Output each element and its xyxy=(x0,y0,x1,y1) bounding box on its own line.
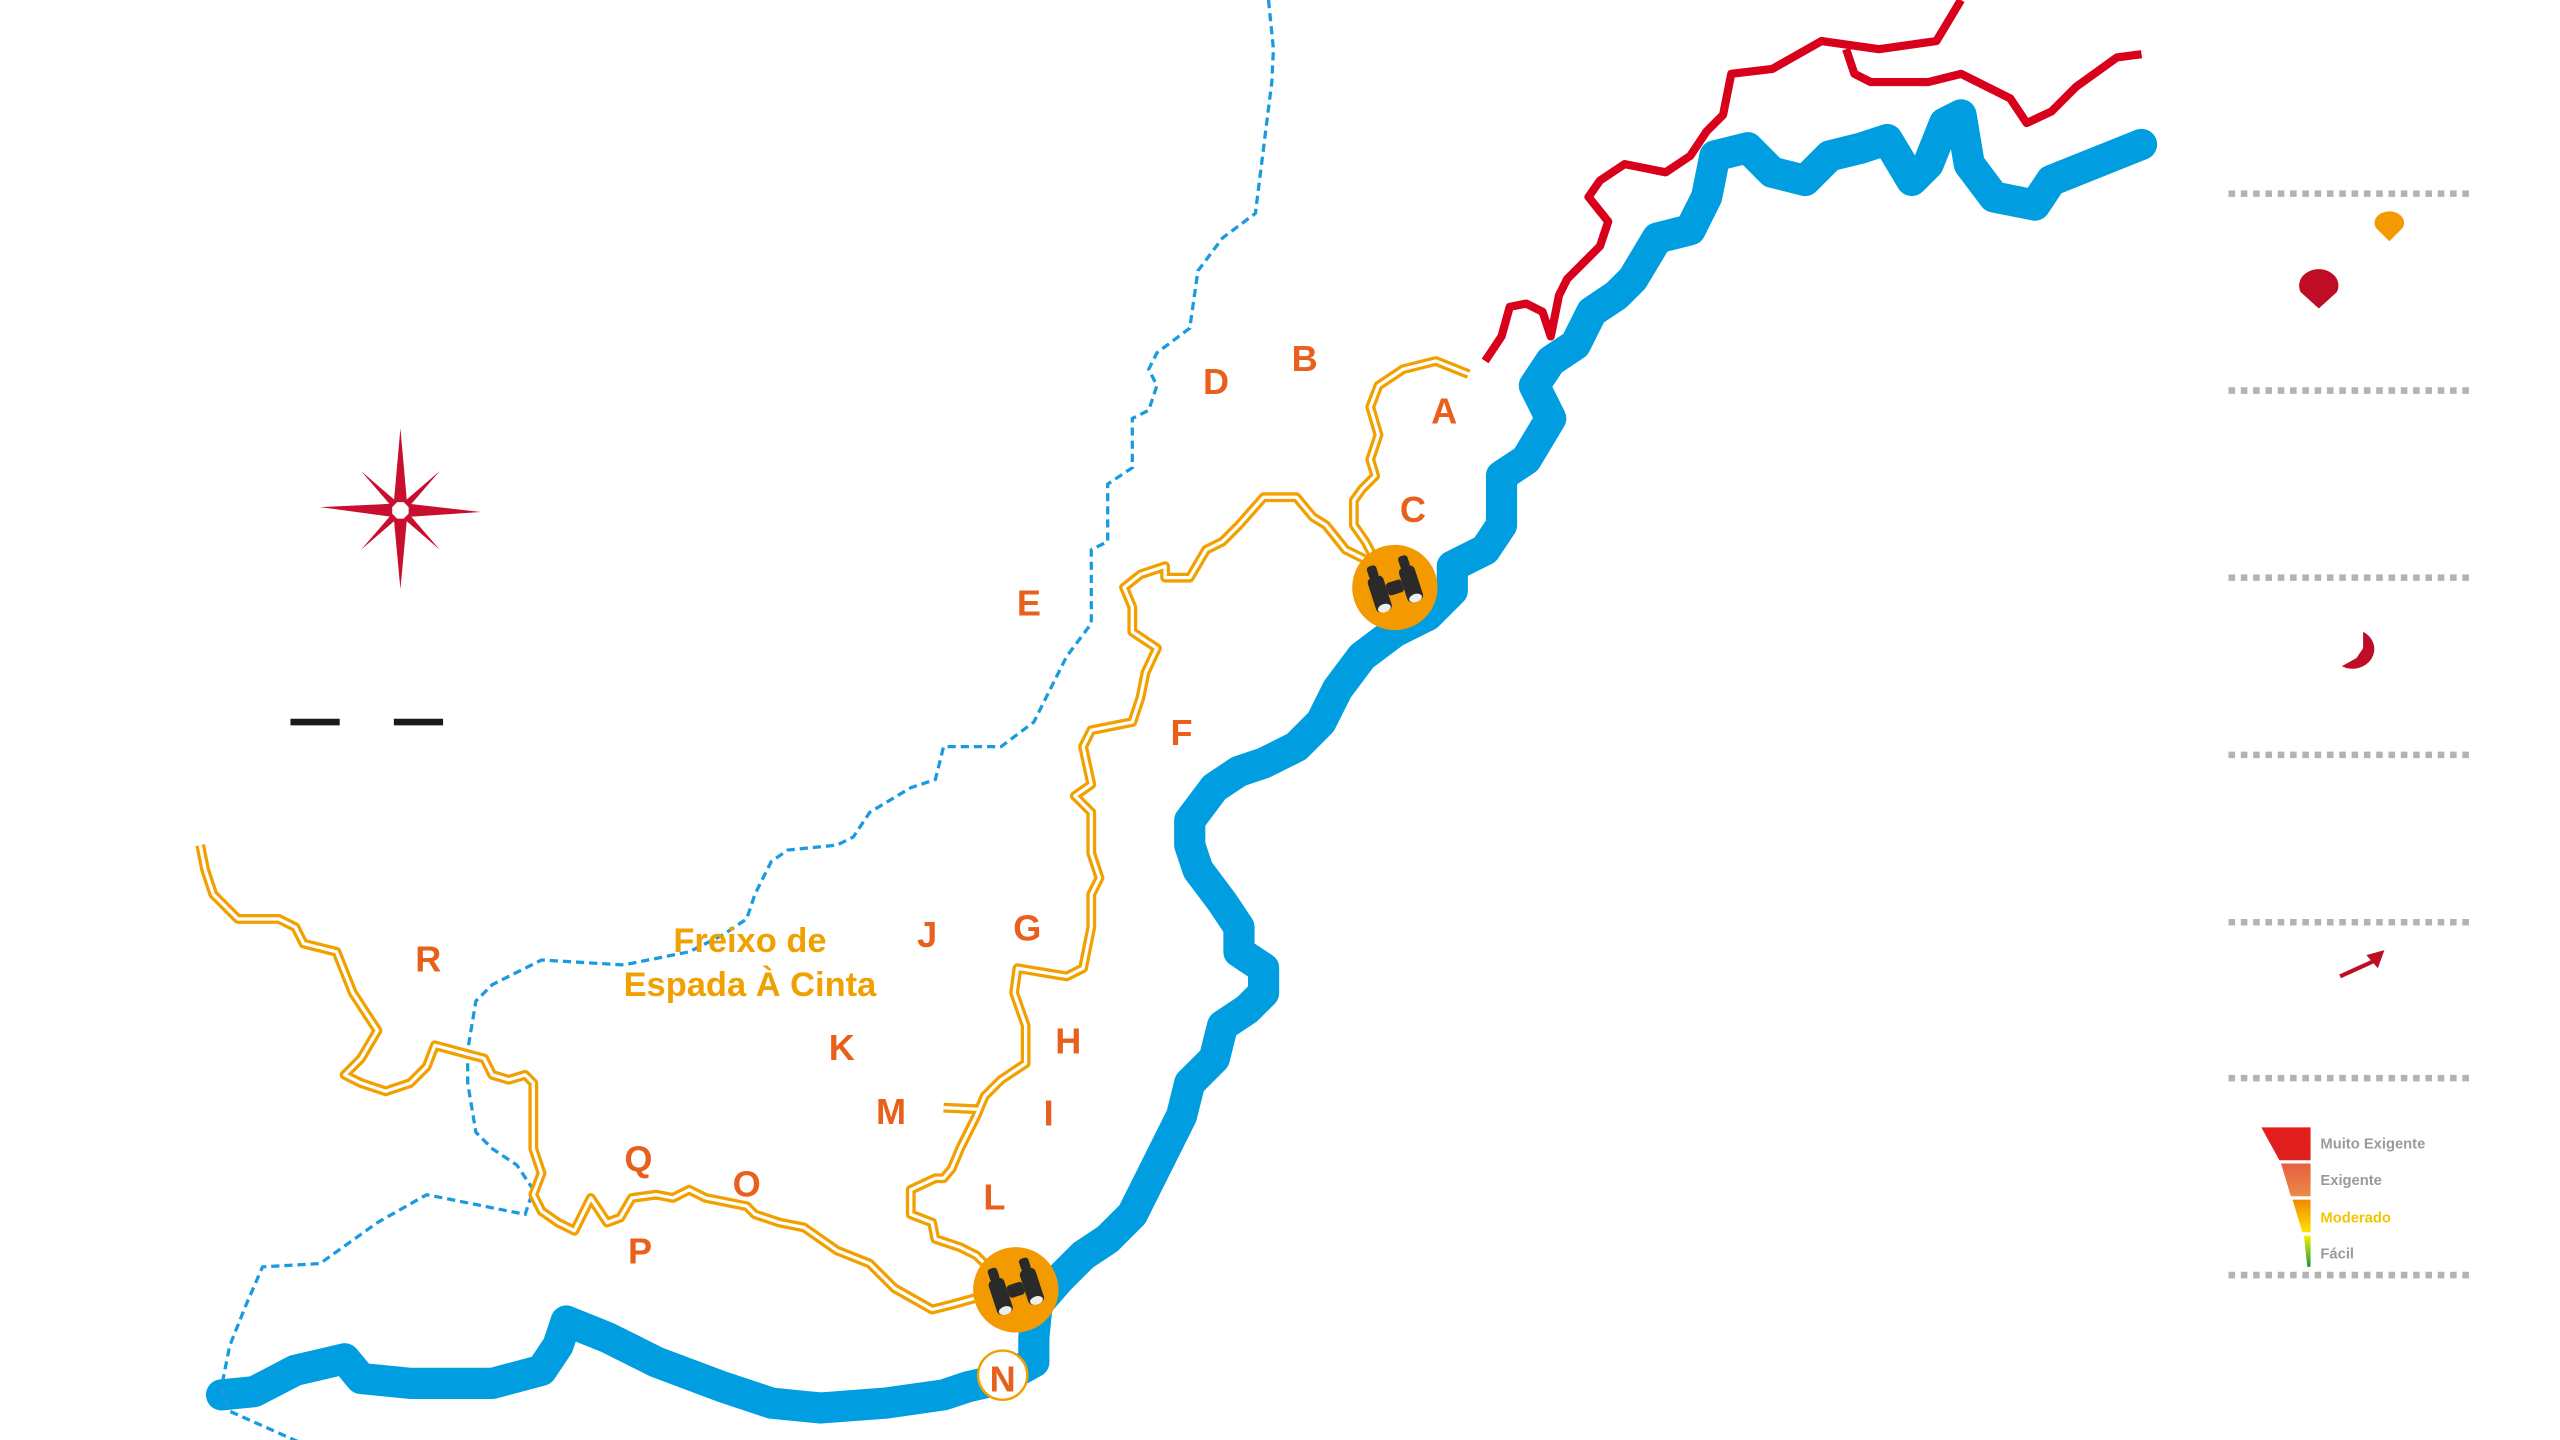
point-label[interactable]: B xyxy=(1292,338,1318,379)
legend-label-easy: Fácil xyxy=(2320,1247,2354,1263)
map-pin-icon xyxy=(2299,269,2339,309)
legend-panel: Muito Exigente Exigente Moderado Fácil xyxy=(2228,190,2475,1279)
river xyxy=(205,99,2158,1424)
difficulty-bar-very-hard xyxy=(2261,1127,2311,1161)
point-label[interactable]: G xyxy=(1013,907,1041,948)
legend-label-moderate: Moderado xyxy=(2320,1211,2390,1227)
town-name-line2: Espada À Cinta xyxy=(624,964,878,1004)
point-label[interactable]: Q xyxy=(624,1139,652,1180)
point-label[interactable]: D xyxy=(1203,361,1229,402)
trail-dashed xyxy=(219,0,1276,1440)
point-label[interactable]: F xyxy=(1171,712,1193,753)
border-line xyxy=(1481,0,2143,364)
point-label[interactable]: O xyxy=(733,1163,761,1204)
point-label[interactable]: J xyxy=(917,914,937,955)
legend-label-hard: Exigente xyxy=(2320,1173,2381,1189)
binoculars-icon[interactable] xyxy=(1352,544,1438,631)
difficulty-bar-hard xyxy=(2281,1163,2311,1197)
point-label[interactable]: I xyxy=(1044,1093,1054,1134)
compass-rose-icon xyxy=(320,428,481,590)
binoculars-icon[interactable] xyxy=(973,1247,1059,1333)
point-label[interactable]: C xyxy=(1400,489,1426,530)
point-label[interactable]: M xyxy=(876,1091,906,1132)
difficulty-bar-moderate xyxy=(2292,1199,2311,1233)
point-n-marker xyxy=(976,1349,1029,1402)
crescent-icon xyxy=(2341,631,2375,669)
point-label[interactable]: L xyxy=(983,1176,1005,1217)
point-label[interactable]: P xyxy=(628,1231,652,1272)
road-network xyxy=(195,356,1471,1315)
point-label[interactable]: A xyxy=(1431,390,1457,431)
point-labels: A B C D E F G H I J K L M N O P Q R xyxy=(415,338,1457,1400)
point-label[interactable]: K xyxy=(829,1027,855,1068)
map-pin-icon xyxy=(2374,211,2405,242)
difficulty-bar-easy xyxy=(2304,1235,2311,1267)
arrow-icon xyxy=(2339,950,2385,979)
point-label[interactable]: R xyxy=(415,938,441,979)
point-label[interactable]: N xyxy=(990,1359,1016,1400)
town-name-line1: Freixo de xyxy=(673,922,826,960)
legend-label-very-hard: Muito Exigente xyxy=(2320,1137,2425,1153)
point-label[interactable]: H xyxy=(1055,1021,1081,1062)
point-label[interactable]: E xyxy=(1017,582,1041,623)
